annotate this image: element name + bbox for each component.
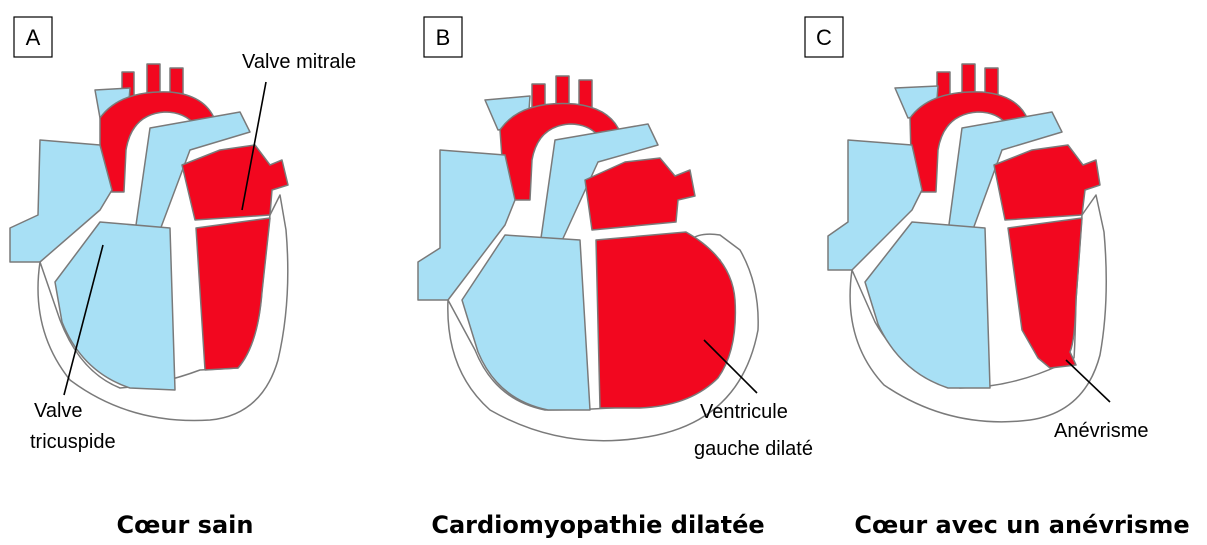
label-ventricule-line1: Ventricule xyxy=(700,401,788,423)
left-atrium-b xyxy=(585,158,695,230)
label-valve-mitrale: Valve mitrale xyxy=(242,51,356,73)
heart-c-illustration xyxy=(828,64,1106,422)
panel-a: A Valve mitrale Valve tricuspide xyxy=(10,17,356,539)
panel-b: B Ventricule gauche dilaté Cardiomyopath… xyxy=(418,17,813,539)
heart-b-illustration xyxy=(418,76,758,441)
panel-a-letter: A xyxy=(26,25,41,50)
label-valve-tricuspide-line2: tricuspide xyxy=(30,431,116,453)
heart-a-illustration xyxy=(10,64,288,421)
left-atrium-a xyxy=(182,145,288,220)
label-valve-tricuspide-line1: Valve xyxy=(34,400,83,422)
panel-b-caption: Cardiomyopathie dilatée xyxy=(431,511,764,539)
panel-c-caption: Cœur avec un anévrisme xyxy=(854,511,1189,539)
label-ventricule-line2: gauche dilaté xyxy=(694,438,813,460)
label-anevrisme: Anévrisme xyxy=(1054,420,1148,442)
panel-c: C Anévrisme Cœur avec un anévrisme xyxy=(805,17,1190,539)
panel-a-caption: Cœur sain xyxy=(117,511,254,539)
panel-c-letter: C xyxy=(816,25,832,50)
panel-b-letter: B xyxy=(436,25,451,50)
left-ventricle-c-aneurysm xyxy=(1008,218,1082,368)
left-atrium-c xyxy=(994,145,1100,220)
left-ventricle-b-dilated xyxy=(596,232,735,408)
